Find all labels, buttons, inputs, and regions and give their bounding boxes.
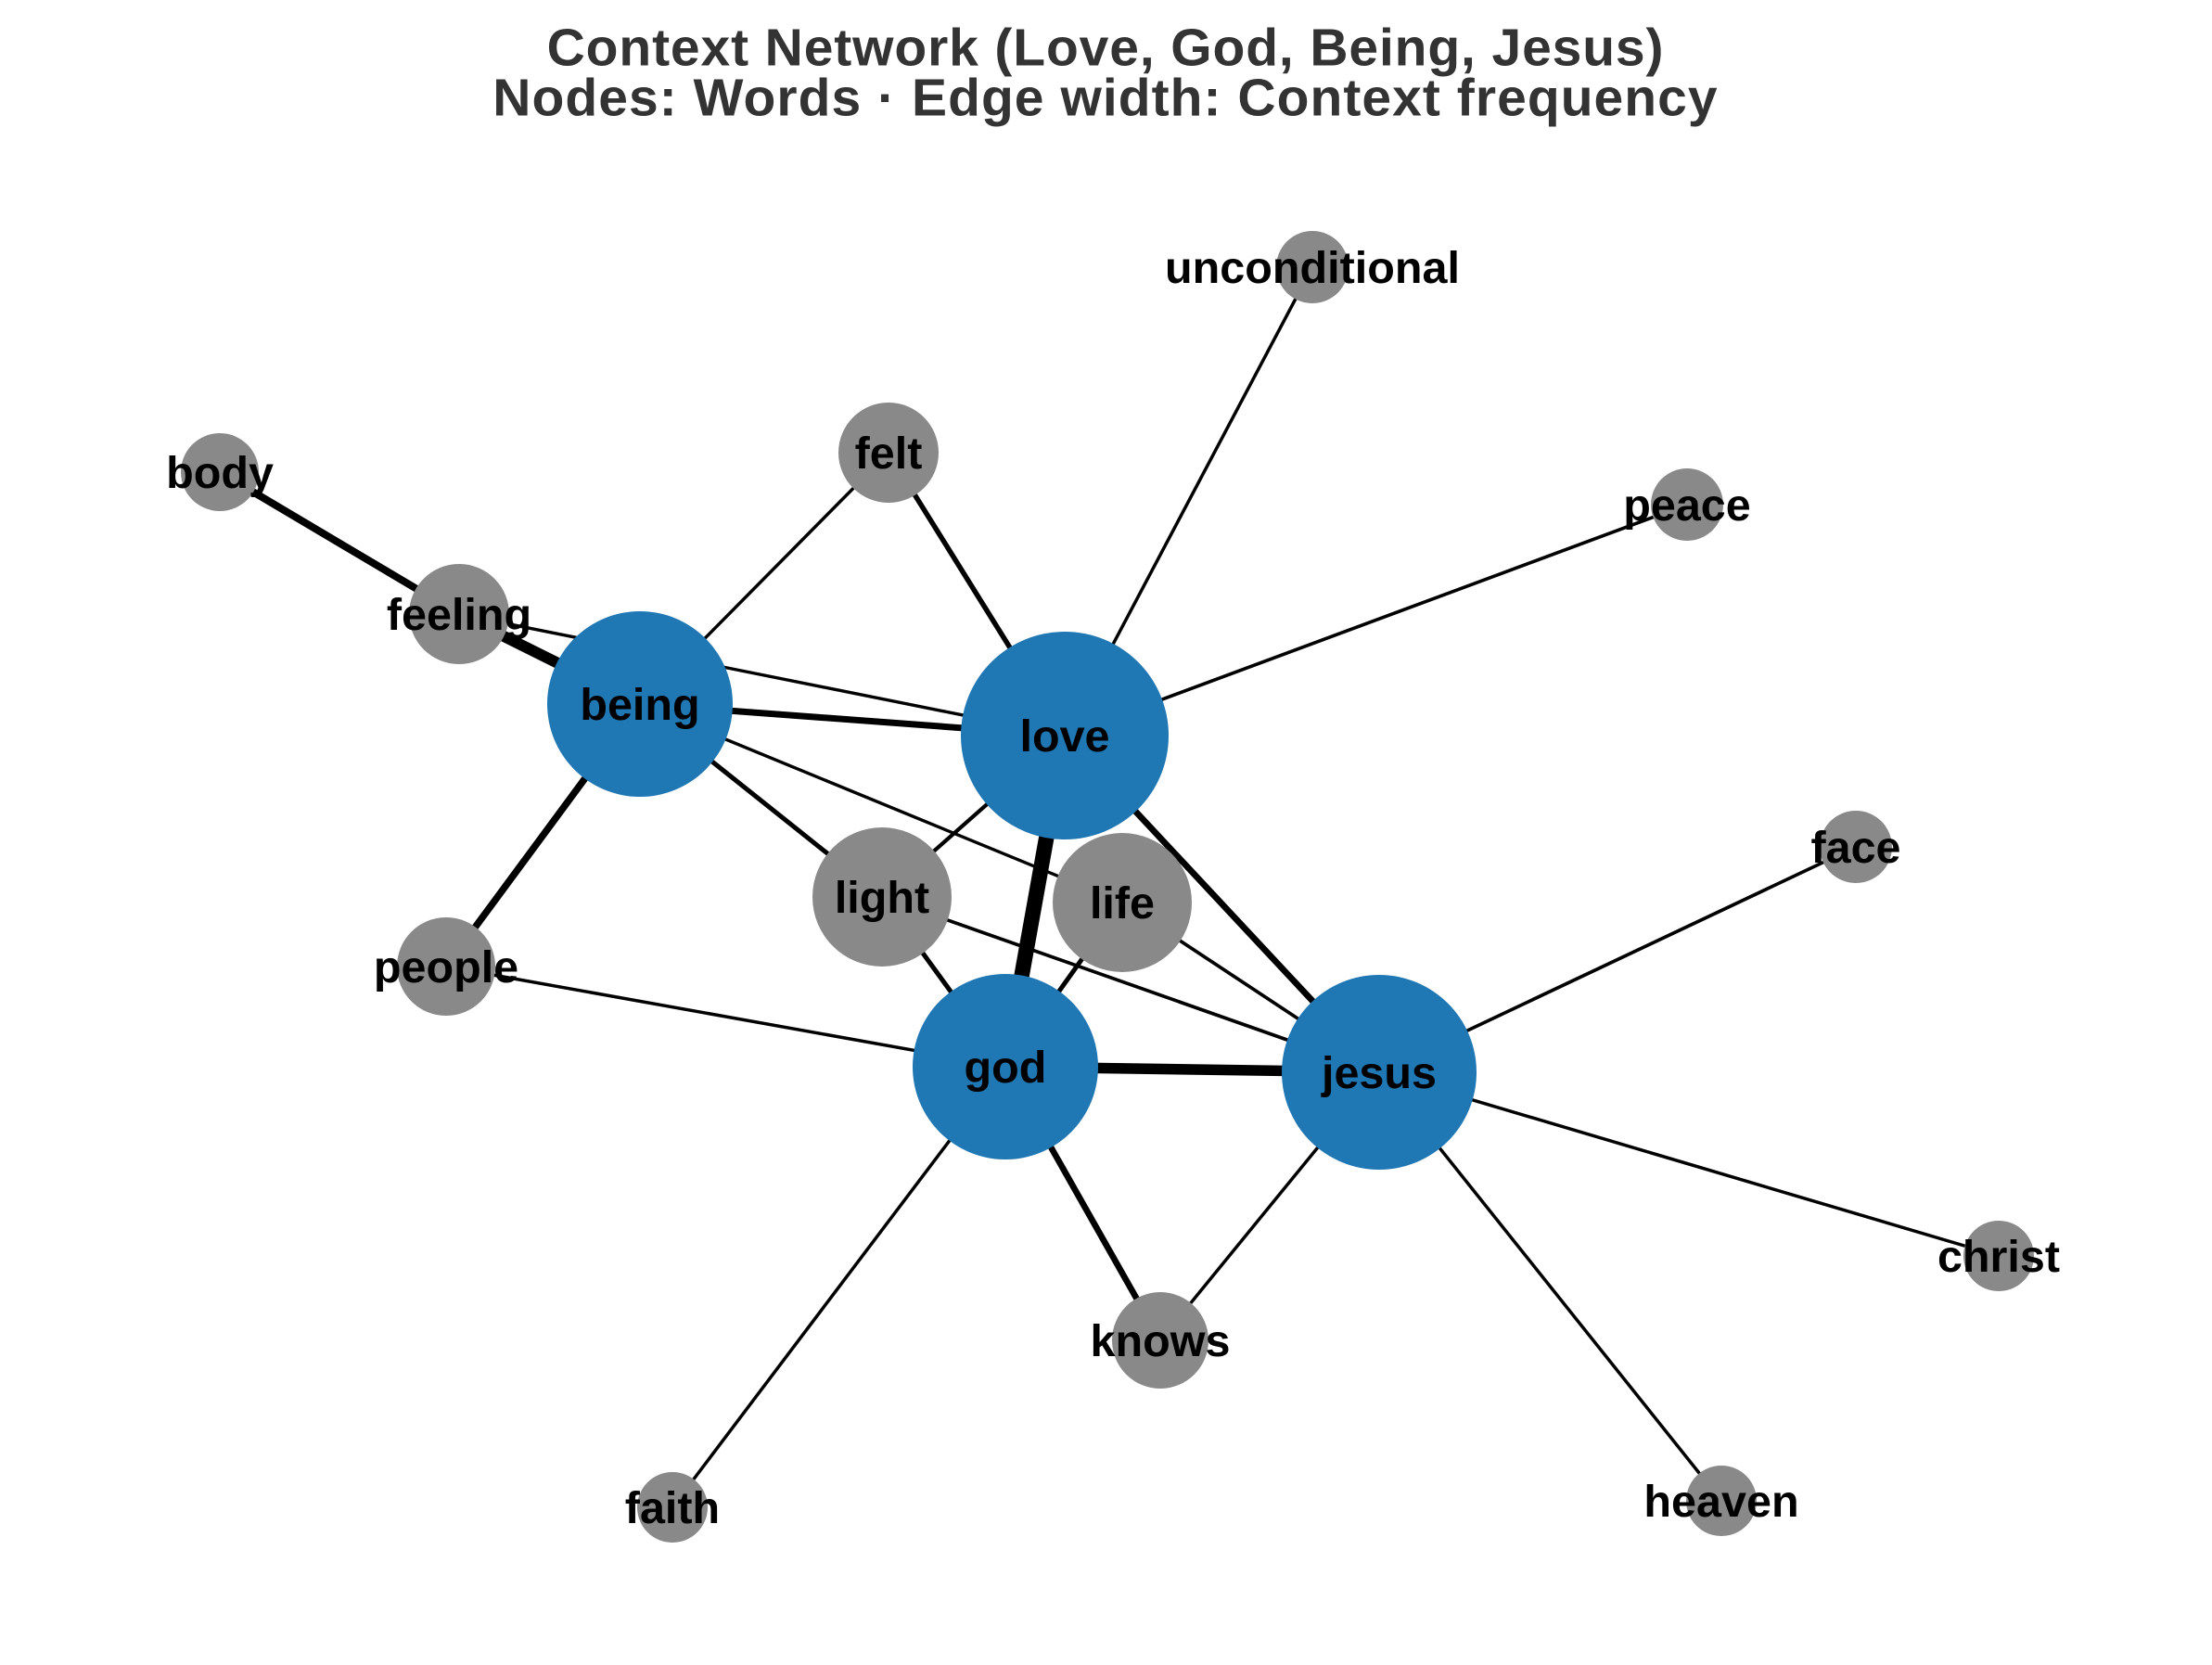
- svg-text:light: light: [835, 873, 929, 923]
- svg-text:jesus: jesus: [1321, 1048, 1437, 1098]
- svg-text:god: god: [965, 1043, 1047, 1093]
- svg-text:faith: faith: [625, 1483, 720, 1533]
- svg-text:being: being: [580, 680, 699, 730]
- svg-text:body: body: [166, 448, 274, 498]
- svg-text:love: love: [1019, 711, 1109, 762]
- svg-text:christ: christ: [1937, 1232, 2060, 1282]
- svg-text:peace: peace: [1623, 480, 1751, 531]
- svg-text:people: people: [374, 942, 518, 993]
- svg-text:face: face: [1810, 823, 1900, 873]
- svg-text:felt: felt: [855, 429, 923, 479]
- svg-text:Context Network (Love, God, Be: Context Network (Love, God, Being, Jesus…: [547, 19, 1665, 78]
- svg-text:Nodes: Words · Edge width: Con: Nodes: Words · Edge width: Context frequ…: [492, 69, 1718, 128]
- svg-text:heaven: heaven: [1643, 1477, 1798, 1527]
- svg-text:feeling: feeling: [387, 590, 531, 640]
- svg-text:life: life: [1090, 878, 1155, 929]
- svg-text:knows: knows: [1091, 1316, 1231, 1366]
- svg-text:unconditional: unconditional: [1165, 243, 1460, 293]
